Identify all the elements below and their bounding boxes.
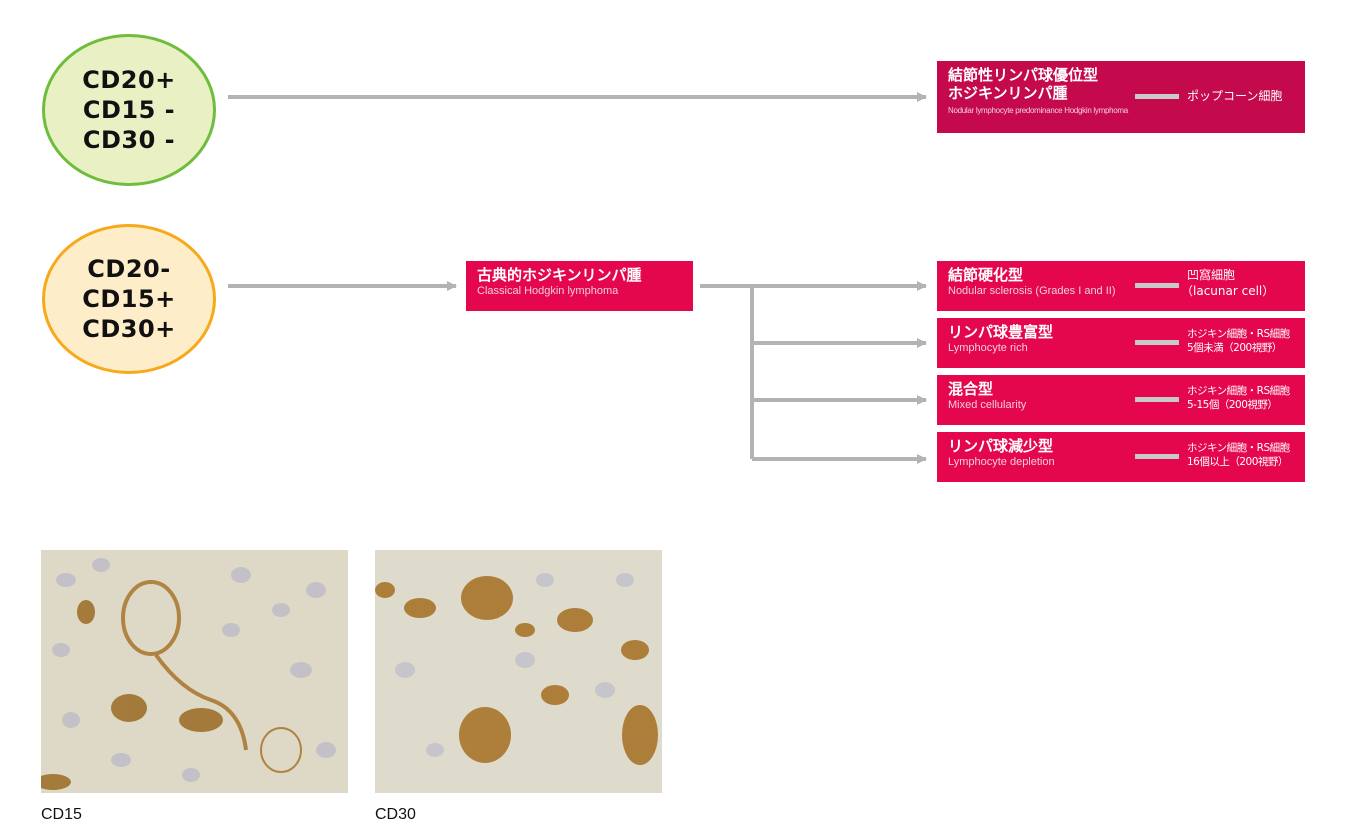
classical-hodgkin-box: 古典的ホジキンリンパ腫 Classical Hodgkin lymphoma [466, 261, 693, 311]
cd30-micrograph [375, 550, 662, 793]
subtype-english: Lymphocyte rich [948, 342, 1028, 354]
marker-cd15: CD15 - [82, 96, 176, 124]
subtype-note-line1: ホジキン細胞・RS細胞 [1187, 442, 1290, 454]
nlp-hodgkin-box: 結節性リンパ球優位型 ホジキンリンパ腫 Nodular lymphocyte p… [937, 61, 1305, 133]
subtype-lymphocyte-rich: リンパ球豊富型 Lymphocyte rich ホジキン細胞・RS細胞 5個未満… [937, 318, 1305, 368]
subtype-note-line2: 5個未満（200視野） [1187, 342, 1282, 354]
nlp-dash [1135, 94, 1179, 99]
subtype-dash [1135, 340, 1179, 345]
subtype-note-line2: （lacunar cell） [1181, 284, 1275, 298]
subtype-note-line2: 16個以上（200視野） [1187, 456, 1288, 468]
subtype-title: リンパ球減少型 [948, 437, 1054, 455]
subtype-dash [1135, 397, 1179, 402]
marker-cd20: CD20- [87, 255, 171, 283]
nlp-english-label: Nodular lymphocyte predominance Hodgkin … [948, 106, 1128, 115]
subtype-dash [1135, 454, 1179, 459]
subtype-mixed-cellularity: 混合型 Mixed cellularity ホジキン細胞・RS細胞 5-15個（… [937, 375, 1305, 425]
cd15-caption: CD15 [41, 806, 82, 823]
subtype-note-line1: 凹窩細胞 [1187, 268, 1236, 282]
marker-cd15: CD15+ [82, 285, 176, 313]
subtype-note-line2: 5-15個（200視野） [1187, 399, 1278, 411]
subtype-note-line1: ホジキン細胞・RS細胞 [1187, 328, 1290, 340]
subtype-english: Lymphocyte depletion [948, 456, 1055, 468]
nlp-title-line2: ホジキンリンパ腫 [948, 84, 1068, 102]
marker-circle-classical: CD20- CD15+ CD30+ [42, 224, 216, 374]
nlp-cell-note: ポップコーン細胞 [1187, 89, 1283, 103]
subtype-title: 混合型 [948, 380, 994, 398]
classical-title: 古典的ホジキンリンパ腫 [477, 266, 642, 284]
nlp-title-line1: 結節性リンパ球優位型 [948, 66, 1099, 84]
marker-cd20: CD20+ [82, 66, 176, 94]
marker-cd30: CD30 - [82, 126, 176, 154]
subtype-title: 結節硬化型 [948, 266, 1024, 284]
classical-english-label: Classical Hodgkin lymphoma [477, 285, 619, 297]
marker-circle-nlp: CD20+ CD15 - CD30 - [42, 34, 216, 186]
cd15-micrograph [41, 550, 348, 793]
subtype-english: Mixed cellularity [948, 399, 1027, 411]
subtype-title: リンパ球豊富型 [948, 323, 1054, 341]
cd30-caption: CD30 [375, 806, 416, 823]
subtype-note-line1: ホジキン細胞・RS細胞 [1187, 385, 1290, 397]
subtype-nodular-sclerosis: 結節硬化型 Nodular sclerosis (Grades I and II… [937, 261, 1305, 311]
subtype-english: Nodular sclerosis (Grades I and II) [948, 285, 1116, 297]
marker-cd30: CD30+ [82, 315, 176, 343]
subtype-lymphocyte-depletion: リンパ球減少型 Lymphocyte depletion ホジキン細胞・RS細胞… [937, 432, 1305, 482]
subtype-dash [1135, 283, 1179, 288]
